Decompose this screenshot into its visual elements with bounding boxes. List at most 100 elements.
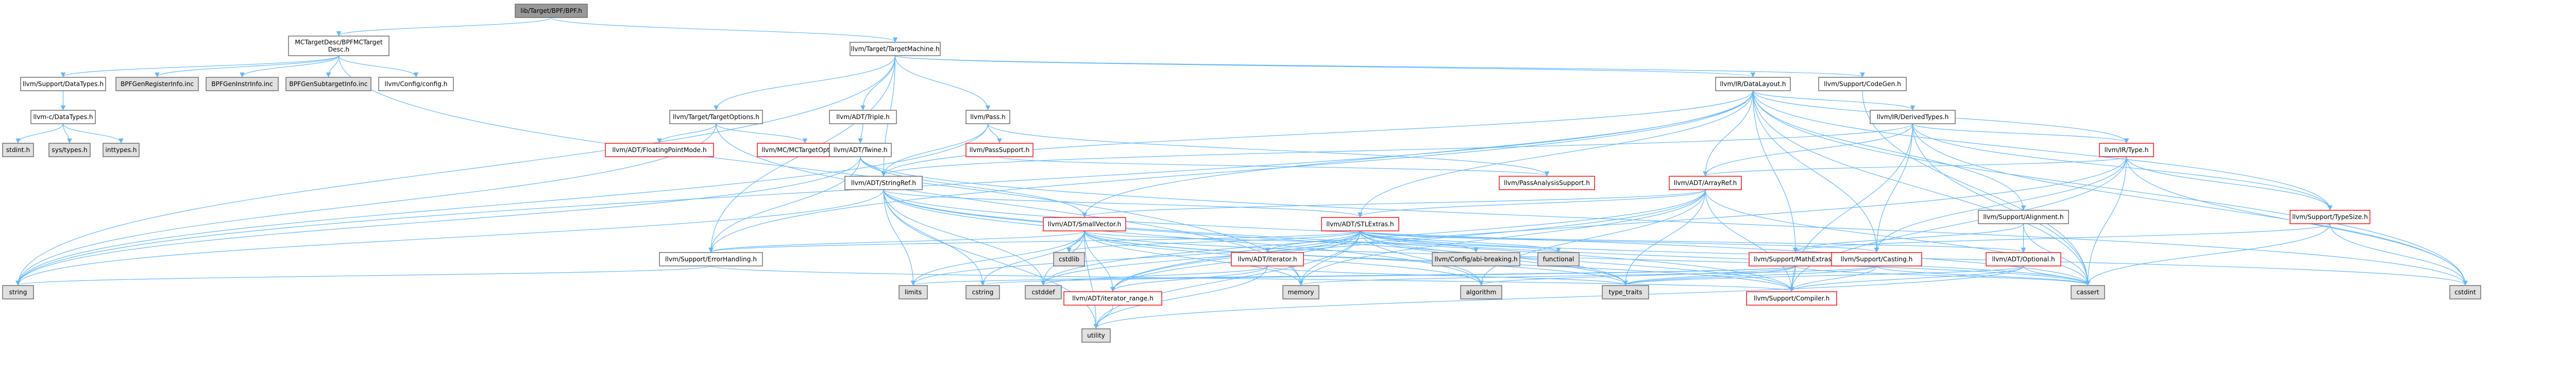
edge: [1110, 156, 2127, 292]
edge: [1358, 189, 1706, 218]
node-label: llvm/ADT/Triple.h: [836, 113, 890, 121]
node-stringref[interactable]: llvm/ADT/StringRef.h: [844, 176, 923, 190]
node-box: [1282, 285, 1319, 299]
node-memory: memory: [1282, 285, 1319, 299]
node-box: [1746, 291, 1837, 306]
edge: [1623, 265, 1796, 286]
node-label: utility: [1087, 332, 1105, 339]
node-passanalysissupport[interactable]: llvm/PassAnalysisSupport.h: [1499, 176, 1595, 190]
node-box: [1986, 252, 2061, 266]
edge-layer: [15, 17, 2468, 329]
edge: [894, 55, 1865, 78]
edge: [155, 55, 340, 78]
node-support-datatypes[interactable]: llvm/Support/DataTypes.h: [20, 77, 106, 91]
node-alignment[interactable]: llvm/Support/Alignment.h: [1978, 210, 2069, 224]
edge: [1082, 189, 1706, 218]
node-root[interactable]: lib/Target/BPF/BPF.h: [515, 4, 588, 18]
node-label: inttypes.h: [105, 146, 137, 154]
node-targetoptions[interactable]: llvm/Target/TargetOptions.h: [669, 110, 763, 124]
node-ir-type[interactable]: llvm/IR/Type.h: [2099, 143, 2154, 157]
node-box: [1053, 252, 1085, 266]
node-floatingpointmode[interactable]: llvm/ADT/FloatingPointMode.h: [605, 143, 714, 157]
node-typesize[interactable]: llvm/Support/TypeSize.h: [2290, 210, 2370, 224]
edge: [1298, 189, 1706, 286]
node-pass[interactable]: llvm/Pass.h: [965, 110, 1010, 124]
node-optional[interactable]: llvm/ADT/Optional.h: [1986, 252, 2061, 266]
node-box: [2099, 143, 2154, 157]
node-limits: limits: [899, 285, 928, 299]
node-c-datatypes[interactable]: llvm-c/DataTypes.h: [30, 110, 96, 124]
edge: [710, 265, 1794, 292]
node-box: [965, 285, 1000, 299]
edge: [708, 90, 1754, 253]
node-box: [2290, 210, 2370, 224]
node-label: llvm/IR/DataLayout.h: [1720, 80, 1786, 88]
node-llvm-config[interactable]: llvm/Config/config.h: [378, 77, 454, 91]
node-type-traits: type_traits: [1602, 285, 1649, 299]
node-casting[interactable]: llvm/Support/Casting.h: [1831, 252, 1922, 266]
node-bpfgenregisterinfo: BPFGenRegisterInfo.inc: [115, 77, 199, 91]
node-compiler[interactable]: llvm/Support/Compiler.h: [1746, 291, 1837, 306]
node-box: [2071, 285, 2105, 299]
node-box: [1321, 217, 1399, 231]
node-datalayout[interactable]: llvm/IR/DataLayout.h: [1715, 77, 1791, 91]
node-mathextras[interactable]: llvm/Support/MathExtras.h: [1749, 252, 1842, 266]
node-box: [899, 285, 928, 299]
node-bpfgensubtargetinfo: BPFGenSubtargetInfo.inc: [285, 77, 371, 91]
node-box: [285, 77, 371, 91]
node-box: [1978, 210, 2069, 224]
node-stlextras[interactable]: llvm/ADT/STLExtras.h: [1321, 217, 1399, 231]
node-box: [48, 143, 91, 157]
edge: [881, 123, 1913, 177]
node-box: [1715, 77, 1791, 91]
node-twine[interactable]: llvm/ADT/Twine.h: [829, 143, 892, 157]
node-adt-iterator[interactable]: llvm/ADT/iterator.h: [1231, 252, 1304, 266]
node-label: llvm/Target/TargetMachine.h: [851, 45, 939, 53]
node-iterator-range[interactable]: llvm/ADT/iterator_range.h: [1063, 291, 1162, 306]
edge: [1874, 123, 1913, 253]
edge: [987, 123, 1002, 144]
node-triple[interactable]: llvm/ADT/Triple.h: [829, 110, 897, 124]
node-utility: utility: [1081, 328, 1111, 343]
edge: [2023, 265, 2091, 286]
node-box: [1231, 252, 1304, 266]
node-label: llvm/PassAnalysisSupport.h: [1504, 179, 1590, 187]
node-algorithm: algorithm: [1460, 285, 1502, 299]
node-label: llvm/Pass.h: [970, 113, 1006, 121]
node-codegen[interactable]: llvm/Support/CodeGen.h: [1818, 77, 1907, 91]
node-label: llvm/Config/config.h: [384, 80, 447, 88]
edge: [1110, 265, 1268, 292]
edge: [1789, 265, 2024, 292]
edge: [1795, 265, 2091, 286]
edge: [326, 55, 340, 78]
node-label: llvm/ADT/ArrayRef.h: [1674, 179, 1737, 187]
edge: [1084, 230, 2090, 286]
node-errorhandling[interactable]: llvm/Support/ErrorHandling.h: [659, 252, 763, 266]
node-targetmachine[interactable]: llvm/Target/TargetMachine.h: [850, 42, 941, 56]
edge: [1874, 156, 2127, 253]
edge: [883, 189, 1046, 286]
node-box: [965, 143, 1033, 157]
edge: [657, 123, 717, 144]
node-derivedtypes[interactable]: llvm/IR/DerivedTypes.h: [1870, 110, 1956, 124]
edge: [62, 123, 72, 144]
node-passsupport[interactable]: llvm/PassSupport.h: [965, 143, 1033, 157]
node-arrayref[interactable]: llvm/ADT/ArrayRef.h: [1669, 176, 1742, 190]
edge: [1093, 305, 1113, 329]
node-box: [829, 110, 897, 124]
edge: [60, 55, 340, 78]
node-label: llvm/IR/DerivedTypes.h: [1877, 113, 1949, 121]
node-label: llvm/Support/CodeGen.h: [1824, 80, 1901, 88]
node-label: llvm-c/DataTypes.h: [33, 113, 93, 121]
node-smallvector[interactable]: llvm/ADT/SmallVector.h: [1043, 217, 1126, 231]
node-box: [1537, 252, 1580, 266]
edge: [1876, 265, 2091, 286]
node-box: [30, 110, 96, 124]
edge: [1360, 230, 1484, 286]
edge: [15, 265, 711, 286]
edge: [62, 123, 124, 144]
node-functional: functional: [1537, 252, 1580, 266]
edge: [1360, 230, 2091, 286]
node-label: cstdint: [2454, 289, 2476, 296]
